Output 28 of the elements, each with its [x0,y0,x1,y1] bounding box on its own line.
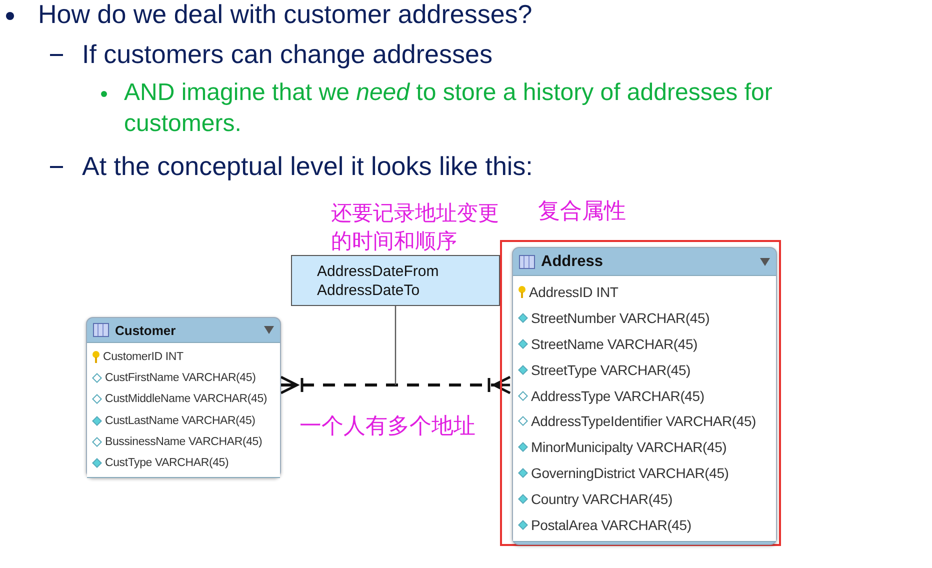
column-text: MinorMunicipalty VARCHAR(45) [531,439,727,456]
annotation-text: 还要记录地址变更的时间和顺序 [331,201,500,255]
column-text: StreetType VARCHAR(45) [531,362,691,378]
column-text: CustType VARCHAR(45) [105,457,229,470]
bullet-text: How do we deal with customer addresses? [38,0,534,31]
column-text: GoverningDistrict VARCHAR(45) [531,465,729,482]
table-title: Address [541,252,604,270]
bullet-text: AND imagine that we need to store a history of addresses for customers. [124,78,774,139]
column-text: CustomerID INT [103,350,184,363]
column-text: AddressID INT [529,284,618,300]
column-text: AddressType VARCHAR(45) [531,388,704,404]
column-text: AddressTypeIdentifier VARCHAR(45) [531,413,756,430]
connector-line [394,306,396,385]
annotation-text: 复合属性 [538,197,626,225]
column-text: PostalArea VARCHAR(45) [531,516,692,533]
column-text: StreetNumber VARCHAR(45) [531,310,710,326]
column-text: StreetName VARCHAR(45) [531,336,698,352]
bullet-text: If customers can change addresses [82,38,494,71]
column-text: CustLastName VARCHAR(45) [105,414,256,427]
table-title: Customer [115,322,177,338]
attribute-text: AddressDateTo [317,281,421,300]
column-text: CustMiddleName VARCHAR(45) [105,393,268,406]
column-text: BussinessName VARCHAR(45) [105,436,262,448]
column-text: Country VARCHAR(45) [531,491,672,508]
bullet-text: At the conceptual level it looks like this: [82,150,534,183]
entity-table [86,317,281,478]
attribute-text: AddressDateFrom [317,262,440,281]
column-text: CustFirstName VARCHAR(45) [105,372,256,384]
